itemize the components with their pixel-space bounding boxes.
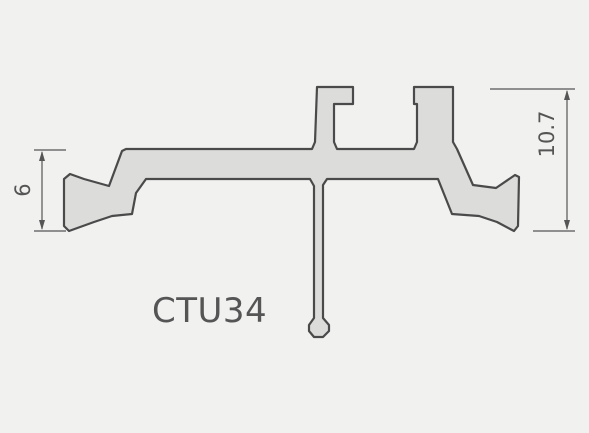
extrusion-profile [62, 85, 521, 339]
left-dim-label: 6 [11, 183, 35, 196]
right-dim-label: 10.7 [535, 111, 559, 158]
left-dim-arrow-bottom [39, 220, 45, 230]
profile-outline [62, 85, 521, 339]
right-dim-arrow-bottom [564, 220, 570, 230]
left-dimension: 6 [11, 149, 66, 232]
product-code-label: CTU34 [152, 291, 267, 331]
left-dim-arrow-top [39, 151, 45, 161]
right-dim-arrow-top [564, 90, 570, 100]
right-dimension: 10.7 [490, 88, 575, 232]
